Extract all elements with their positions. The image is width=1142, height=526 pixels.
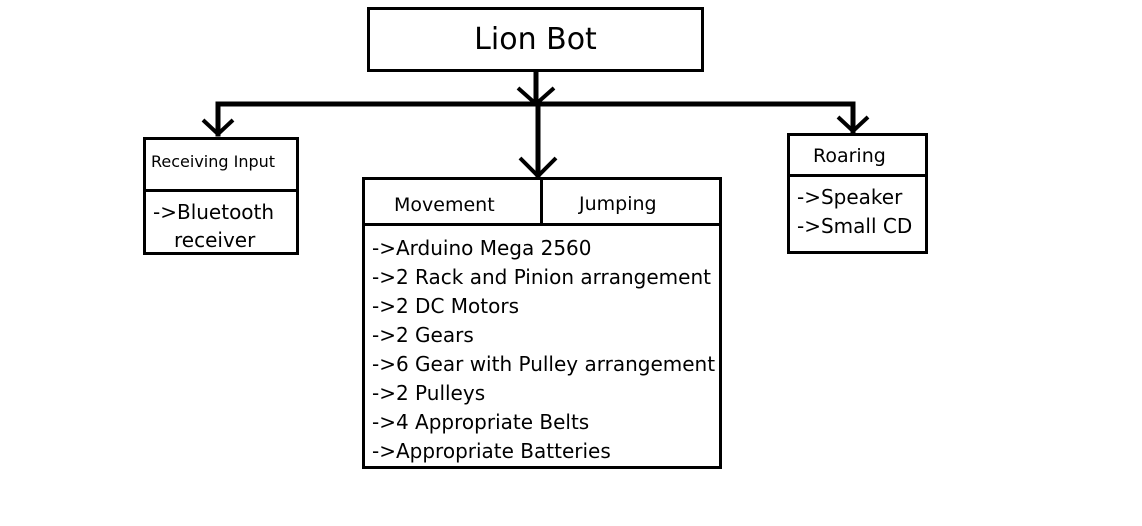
receiving-input-header: Receiving Input <box>146 140 296 192</box>
header-divider <box>540 180 543 223</box>
receiving-item: ->Bluetooth <box>153 200 275 224</box>
component-item: ->Arduino Mega 2560 <box>372 236 592 260</box>
roaring-node: Roaring ->Speaker ->Small CD <box>787 133 928 254</box>
roaring-item: ->Small CD <box>797 214 913 238</box>
trunk-arrowhead <box>516 86 556 107</box>
title-node: Lion Bot <box>367 7 704 72</box>
receiving-item: receiver <box>174 228 256 252</box>
component-item: ->2 DC Motors <box>372 294 519 318</box>
roaring-header: Roaring <box>790 136 925 177</box>
roaring-label: Roaring <box>813 145 886 167</box>
receiving-input-node: Receiving Input ->Bluetooth receiver <box>143 137 299 255</box>
component-item: ->2 Rack and Pinion arrangement <box>372 265 711 289</box>
component-item: ->2 Gears <box>372 323 474 347</box>
receiving-input-label: Receiving Input <box>151 152 276 171</box>
movement-jumping-node: Movement Jumping ->Arduino Mega 2560 ->2… <box>362 177 722 469</box>
component-item: ->4 Appropriate Belts <box>372 410 590 434</box>
jumping-label: Jumping <box>579 193 657 215</box>
component-item: ->Appropriate Batteries <box>372 439 611 463</box>
roaring-item: ->Speaker <box>797 185 903 209</box>
left-arrowhead <box>201 118 235 137</box>
movement-label: Movement <box>394 194 495 216</box>
component-item: ->6 Gear with Pulley arrangement <box>372 352 716 376</box>
right-arrowhead <box>836 115 870 134</box>
component-item: ->2 Pulleys <box>372 381 486 405</box>
diagram-title: Lion Bot <box>474 22 597 57</box>
middle-arrowhead <box>518 156 558 179</box>
movement-jumping-header: Movement Jumping <box>365 180 719 226</box>
